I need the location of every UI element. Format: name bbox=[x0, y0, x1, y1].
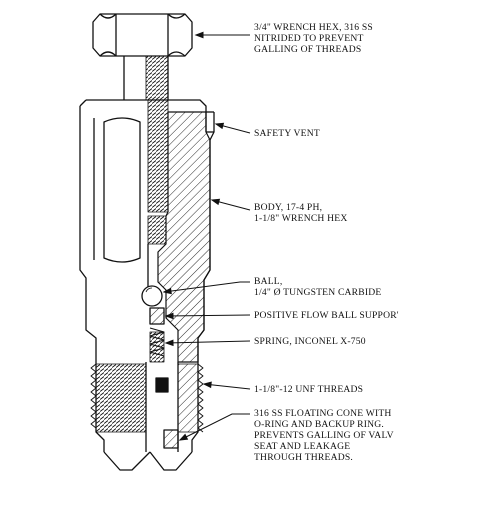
hex-stem bbox=[123, 55, 169, 101]
callout-support-line: POSITIVE FLOW BALL SUPPOR' bbox=[254, 310, 399, 321]
callout-cone-line: 316 SS FLOATING CONE WITH bbox=[254, 408, 392, 419]
leader-lines bbox=[162, 31, 251, 441]
leader-line-support bbox=[165, 314, 251, 317]
callout-body: BODY, 17-4 PH, 1-1/8" WRENCH HEX bbox=[254, 202, 347, 224]
arrowhead-ball bbox=[162, 287, 172, 295]
ball-support-and-spring bbox=[149, 307, 165, 363]
arrowhead-spring bbox=[164, 339, 174, 347]
leader-line-threads bbox=[203, 383, 251, 390]
callout-ball: BALL, 1/4" Ø TUNGSTEN CARBIDE bbox=[254, 276, 381, 298]
arrowhead-vent bbox=[214, 122, 225, 130]
callout-hex-line: NITRIDED TO PREVENT bbox=[254, 33, 364, 44]
top-wrench-hex bbox=[92, 13, 193, 57]
callout-body-line: 1-1/8" WRENCH HEX bbox=[254, 213, 348, 224]
callout-threads: 1-1/8"-12 UNF THREADS bbox=[254, 384, 363, 395]
arrowhead-hex bbox=[194, 31, 204, 39]
callout-spring: SPRING, INCONEL X-750 bbox=[254, 336, 366, 347]
floating-cone bbox=[103, 362, 193, 471]
callout-cone-line: THROUGH THREADS. bbox=[254, 452, 353, 463]
callout-vent-line: SAFETY VENT bbox=[254, 128, 320, 139]
arrowhead-threads bbox=[202, 381, 212, 389]
callout-ball-line: 1/4" Ø TUNGSTEN CARBIDE bbox=[254, 287, 382, 298]
callout-hex-line: GALLING OF THREADS bbox=[254, 44, 362, 55]
arrowhead-support bbox=[164, 312, 174, 320]
callout-cone-line: O-RING AND BACKUP RING. bbox=[254, 419, 385, 430]
callout-body-line: BODY, 17-4 PH, bbox=[254, 202, 323, 213]
callout-ball-line: BALL, bbox=[254, 276, 283, 287]
tungsten-carbide-ball bbox=[141, 285, 163, 307]
valve-body bbox=[79, 99, 215, 363]
callout-cone-line: PREVENTS GALLING OF VALV bbox=[254, 430, 394, 441]
callout-hex-line: 3/4" WRENCH HEX, 316 SS bbox=[254, 22, 373, 33]
callout-threads-line: 1-1/8"-12 UNF THREADS bbox=[254, 384, 364, 395]
callout-cone: 316 SS FLOATING CONE WITH O-RING AND BAC… bbox=[254, 408, 394, 463]
leader-line-spring bbox=[165, 340, 251, 344]
callout-cone-line: SEAT AND LEAKAGE bbox=[254, 441, 351, 452]
callout-vent: SAFETY VENT bbox=[254, 128, 320, 139]
callout-hex: 3/4" WRENCH HEX, 316 SS NITRIDED TO PREV… bbox=[254, 22, 373, 55]
callout-spring-line: SPRING, INCONEL X-750 bbox=[254, 336, 366, 347]
arrowhead-cone bbox=[178, 433, 189, 441]
arrowhead-body bbox=[210, 198, 221, 206]
callout-support: POSITIVE FLOW BALL SUPPOR' bbox=[254, 310, 399, 321]
leader-line-ball bbox=[163, 281, 250, 293]
leader-line-cone bbox=[179, 413, 250, 441]
